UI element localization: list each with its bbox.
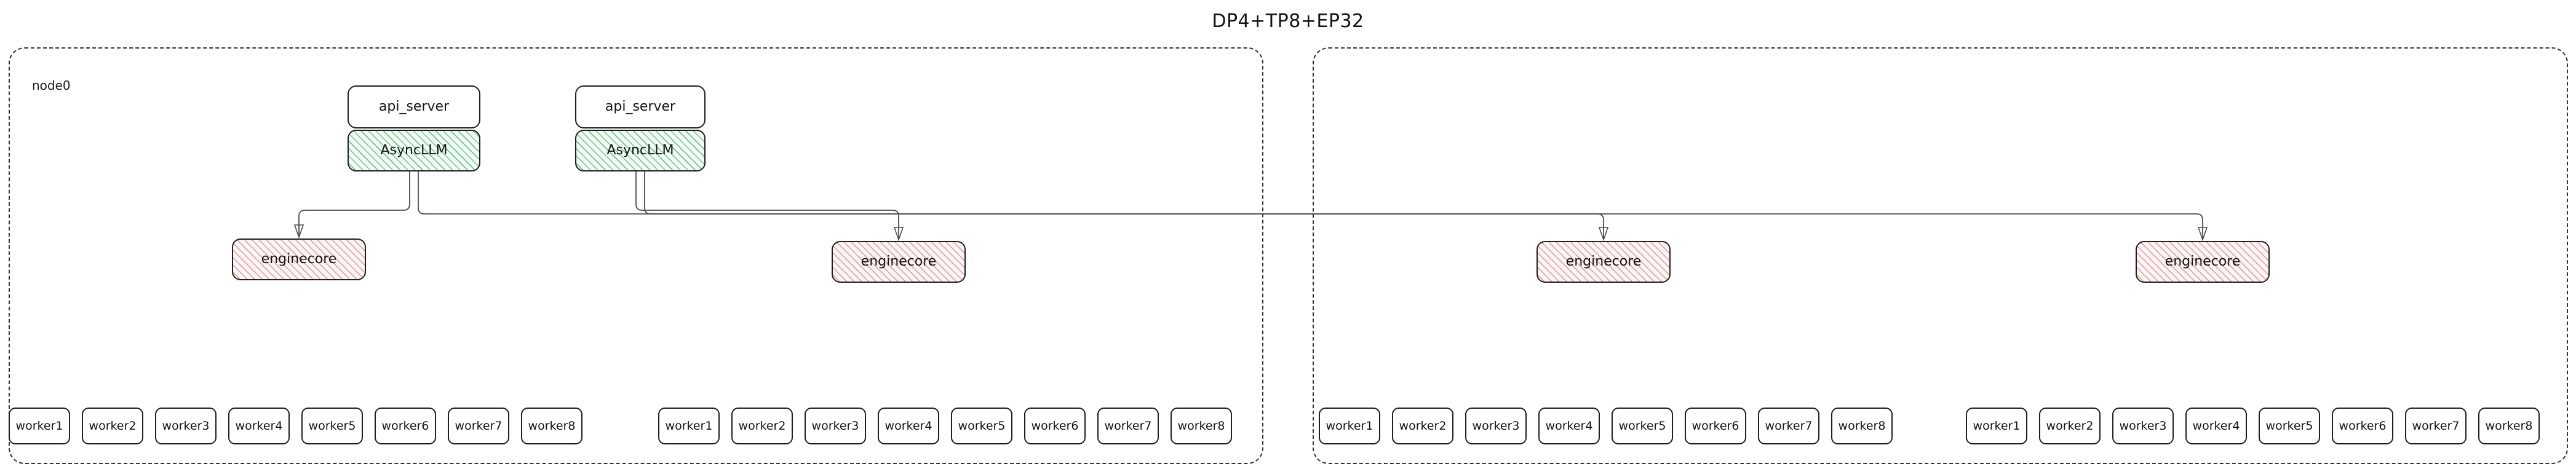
api-server-node0-1-label: api_server bbox=[605, 99, 676, 114]
worker-box-node0-g0-5-label: worker5 bbox=[308, 419, 356, 433]
worker-box-node0-g1-5-label: worker5 bbox=[958, 419, 1006, 433]
worker-box-node1-g1-5[interactable]: worker5 bbox=[2259, 408, 2320, 444]
worker-box-node0-g1-7[interactable]: worker7 bbox=[1097, 408, 1159, 444]
worker-box-node0-g0-7[interactable]: worker7 bbox=[448, 408, 509, 444]
worker-box-node0-g0-4[interactable]: worker4 bbox=[228, 408, 290, 444]
worker-box-node1-g0-2-label: worker2 bbox=[1399, 419, 1447, 433]
worker-box-node0-g1-8-label: worker8 bbox=[1177, 419, 1225, 433]
worker-box-node1-g1-4[interactable]: worker4 bbox=[2185, 408, 2247, 444]
enginecore-node0-0[interactable]: enginecore bbox=[232, 238, 366, 280]
worker-box-node1-g1-7[interactable]: worker7 bbox=[2405, 408, 2467, 444]
worker-box-node1-g0-4[interactable]: worker4 bbox=[1538, 408, 1600, 444]
worker-box-node1-g1-5-label: worker5 bbox=[2265, 419, 2313, 433]
enginecore-node0-1-label: enginecore bbox=[861, 254, 937, 269]
worker-box-node0-g0-4-label: worker4 bbox=[235, 419, 283, 433]
worker-box-node1-g0-4-label: worker4 bbox=[1545, 419, 1593, 433]
worker-box-node1-g1-8[interactable]: worker8 bbox=[2478, 408, 2540, 444]
enginecore-node0-0-label: enginecore bbox=[261, 251, 337, 267]
worker-box-node1-g1-7-label: worker7 bbox=[2412, 419, 2460, 433]
worker-box-node0-g1-2[interactable]: worker2 bbox=[731, 408, 793, 444]
cluster-node0: node0 bbox=[9, 47, 1263, 464]
worker-box-node1-g0-3-label: worker3 bbox=[1472, 419, 1520, 433]
api-server-node0-0-label: api_server bbox=[378, 99, 450, 114]
worker-box-node1-g0-5[interactable]: worker5 bbox=[1612, 408, 1673, 444]
worker-box-node0-g0-1[interactable]: worker1 bbox=[9, 408, 70, 444]
worker-box-node0-g0-3-label: worker3 bbox=[162, 419, 210, 433]
worker-box-node0-g1-1[interactable]: worker1 bbox=[658, 408, 720, 444]
async-llm-node0-1-label: AsyncLLM bbox=[606, 143, 674, 158]
async-llm-node0-1[interactable]: AsyncLLM bbox=[575, 130, 706, 171]
worker-box-node0-g0-6[interactable]: worker6 bbox=[375, 408, 436, 444]
worker-box-node1-g0-7-label: worker7 bbox=[1765, 419, 1813, 433]
worker-box-node1-g1-3-label: worker3 bbox=[2119, 419, 2167, 433]
worker-box-node1-g1-6[interactable]: worker6 bbox=[2332, 408, 2393, 444]
worker-box-node1-g1-1-label: worker1 bbox=[1973, 419, 2021, 433]
worker-box-node0-g1-3[interactable]: worker3 bbox=[805, 408, 866, 444]
async-llm-node0-0[interactable]: AsyncLLM bbox=[348, 130, 480, 171]
worker-box-node1-g1-2[interactable]: worker2 bbox=[2039, 408, 2101, 444]
worker-box-node0-g1-6[interactable]: worker6 bbox=[1024, 408, 1086, 444]
worker-box-node0-g0-5[interactable]: worker5 bbox=[301, 408, 363, 444]
worker-box-node0-g0-8-label: worker8 bbox=[528, 419, 576, 433]
worker-box-node0-g0-3[interactable]: worker3 bbox=[155, 408, 217, 444]
worker-box-node0-g1-5[interactable]: worker5 bbox=[951, 408, 1012, 444]
worker-box-node0-g1-4[interactable]: worker4 bbox=[878, 408, 939, 444]
worker-box-node1-g0-8[interactable]: worker8 bbox=[1831, 408, 1893, 444]
async-llm-node0-0-label: AsyncLLM bbox=[380, 143, 448, 158]
worker-box-node0-g1-7-label: worker7 bbox=[1104, 419, 1152, 433]
worker-box-node0-g0-6-label: worker6 bbox=[381, 419, 429, 433]
worker-box-node0-g0-2[interactable]: worker2 bbox=[82, 408, 143, 444]
worker-box-node1-g0-1-label: worker1 bbox=[1326, 419, 1373, 433]
worker-box-node0-g0-1-label: worker1 bbox=[15, 419, 63, 433]
enginecore-node1-1[interactable]: enginecore bbox=[2136, 241, 2270, 283]
api-server-node0-0[interactable]: api_server bbox=[348, 85, 480, 128]
worker-box-node0-g0-7-label: worker7 bbox=[455, 419, 503, 433]
worker-box-node1-g0-3[interactable]: worker3 bbox=[1465, 408, 1527, 444]
worker-box-node0-g1-4-label: worker4 bbox=[885, 419, 932, 433]
page-title: DP4+TP8+EP32 bbox=[1212, 10, 1364, 32]
enginecore-node0-1[interactable]: enginecore bbox=[832, 241, 966, 283]
worker-box-node1-g1-4-label: worker4 bbox=[2192, 419, 2240, 433]
worker-box-node1-g0-5-label: worker5 bbox=[1618, 419, 1666, 433]
enginecore-node1-0[interactable]: enginecore bbox=[1536, 241, 1671, 283]
worker-box-node1-g1-2-label: worker2 bbox=[2046, 419, 2094, 433]
worker-box-node0-g1-8[interactable]: worker8 bbox=[1171, 408, 1232, 444]
worker-box-node0-g0-2-label: worker2 bbox=[89, 419, 137, 433]
api-server-node0-1[interactable]: api_server bbox=[575, 85, 706, 128]
worker-box-node1-g0-7[interactable]: worker7 bbox=[1758, 408, 1819, 444]
worker-box-node1-g0-8-label: worker8 bbox=[1838, 419, 1886, 433]
worker-box-node1-g0-6-label: worker6 bbox=[1691, 419, 1739, 433]
cluster-node1: node1 bbox=[1313, 47, 2568, 464]
enginecore-node1-0-label: enginecore bbox=[1565, 254, 1642, 269]
worker-box-node1-g0-2[interactable]: worker2 bbox=[1392, 408, 1453, 444]
worker-box-node0-g1-2-label: worker2 bbox=[738, 419, 786, 433]
worker-box-node0-g1-3-label: worker3 bbox=[811, 419, 859, 433]
cluster-label-node0: node0 bbox=[32, 78, 71, 93]
enginecore-node1-1-label: enginecore bbox=[2165, 254, 2241, 269]
worker-box-node1-g1-3[interactable]: worker3 bbox=[2112, 408, 2174, 444]
worker-box-node1-g1-8-label: worker8 bbox=[2485, 419, 2533, 433]
worker-box-node0-g1-6-label: worker6 bbox=[1031, 419, 1079, 433]
worker-box-node1-g1-1[interactable]: worker1 bbox=[1966, 408, 2027, 444]
worker-box-node1-g0-6[interactable]: worker6 bbox=[1685, 408, 1746, 444]
worker-box-node0-g1-1-label: worker1 bbox=[665, 419, 713, 433]
worker-box-node0-g0-8[interactable]: worker8 bbox=[521, 408, 582, 444]
worker-box-node1-g0-1[interactable]: worker1 bbox=[1319, 408, 1380, 444]
worker-box-node1-g1-6-label: worker6 bbox=[2339, 419, 2387, 433]
